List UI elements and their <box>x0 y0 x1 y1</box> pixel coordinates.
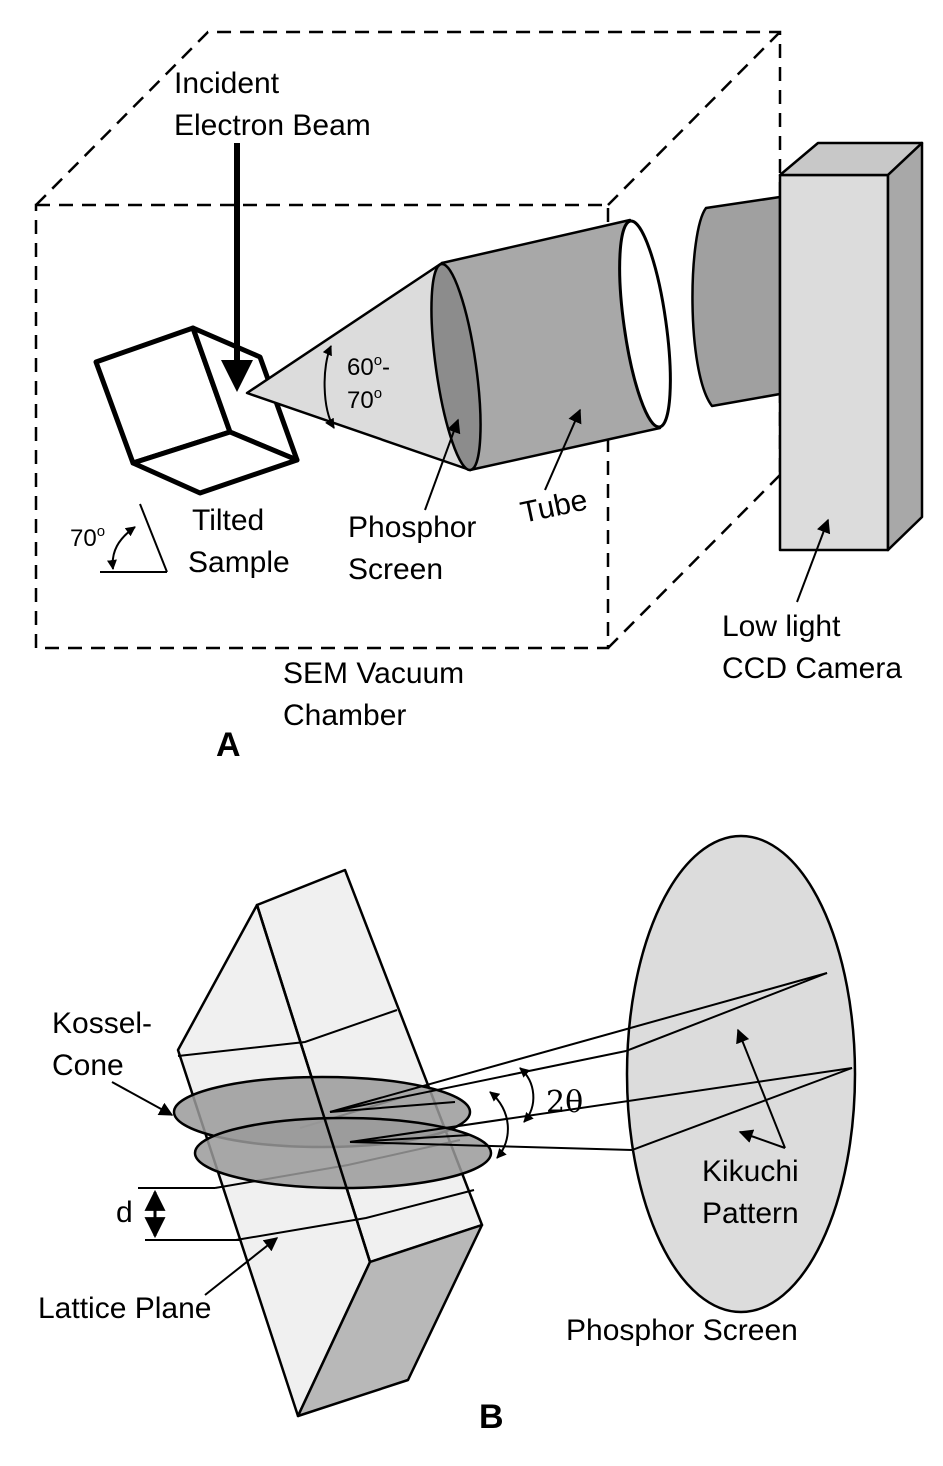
detector-tube <box>430 218 672 472</box>
diffracted-rays <box>329 972 853 1151</box>
kikuchi-lines <box>625 972 853 1151</box>
cone-angle-bottom-value: 70 <box>347 387 374 414</box>
d-spacing-indicator <box>138 1187 240 1241</box>
screen-label-b: Phosphor Screen <box>566 1314 798 1347</box>
kikuchi-label-line2: Pattern <box>702 1197 799 1230</box>
phosphor-label-line1: Phosphor <box>348 511 476 544</box>
cone-angle-top-degree: o <box>374 352 382 369</box>
phosphor-screen-disk <box>430 262 482 472</box>
two-theta-label: 2θ <box>546 1085 583 1120</box>
cone-angle-label-bottom: 70o <box>347 385 382 414</box>
beam-label-line1: Incident <box>174 67 280 100</box>
kikuchi-pointer-arrow-2 <box>738 1129 786 1149</box>
chamber-label-line1: SEM Vacuum <box>283 657 464 690</box>
panel-b: Kossel- Cone 2θ d Lattice Plane Kikuchi … <box>38 834 857 1436</box>
sample-label-line2: Sample <box>188 546 290 579</box>
ccd-camera <box>691 141 924 552</box>
lattice-label: Lattice Plane <box>38 1292 211 1325</box>
lattice-pointer-arrow <box>204 1237 279 1296</box>
camera-label-line2: CCD Camera <box>722 652 902 685</box>
d-spacing-label: d <box>116 1196 133 1229</box>
chamber-label-line2: Chamber <box>283 699 406 732</box>
kossel-pointer-arrow <box>111 1081 174 1116</box>
camera-label-line1: Low light <box>722 610 841 643</box>
beam-label-line2: Electron Beam <box>174 109 371 142</box>
tilt-angle-value: 70 <box>70 525 97 552</box>
panel-b-letter: B <box>479 1398 504 1436</box>
kossel-label-line2: Cone <box>52 1049 124 1082</box>
panel-a: Incident Electron Beam 60o- 70o 70o Tilt… <box>34 30 924 764</box>
two-theta-arc-outer <box>489 1091 509 1159</box>
phosphor-pointer-arrow <box>424 418 461 511</box>
panel-a-letter: A <box>216 726 241 764</box>
tube-opening <box>618 219 672 429</box>
sample-label-line1: Tilted <box>192 504 264 537</box>
cone-angle-arc <box>322 345 335 429</box>
two-theta-arc-inner <box>519 1067 535 1123</box>
tilt-angle-degree: o <box>97 523 105 540</box>
cone-angle-bottom-degree: o <box>374 385 382 402</box>
tube-label: Tube <box>518 484 591 530</box>
kikuchi-label-line1: Kikuchi <box>702 1155 799 1188</box>
cone-angle-label-top: 60o- <box>347 352 390 381</box>
cone-angle-top-value: 60 <box>347 354 374 381</box>
cone-angle-dash: - <box>382 354 390 381</box>
phosphor-label-line2: Screen <box>348 553 443 586</box>
crystal-front-edge <box>255 904 372 1263</box>
electron-beam-arrow <box>221 143 253 392</box>
camera-pointer-arrow <box>796 518 831 603</box>
tilt-angle-indicator <box>100 503 168 573</box>
tube-pointer-arrow <box>544 408 582 491</box>
kossel-label-line1: Kossel- <box>52 1007 152 1040</box>
tilt-angle-label: 70o <box>70 523 105 552</box>
phosphor-screen-b <box>625 834 857 1314</box>
tilted-sample-cube <box>93 325 300 496</box>
kikuchi-pointer-arrow-1 <box>736 1028 786 1149</box>
